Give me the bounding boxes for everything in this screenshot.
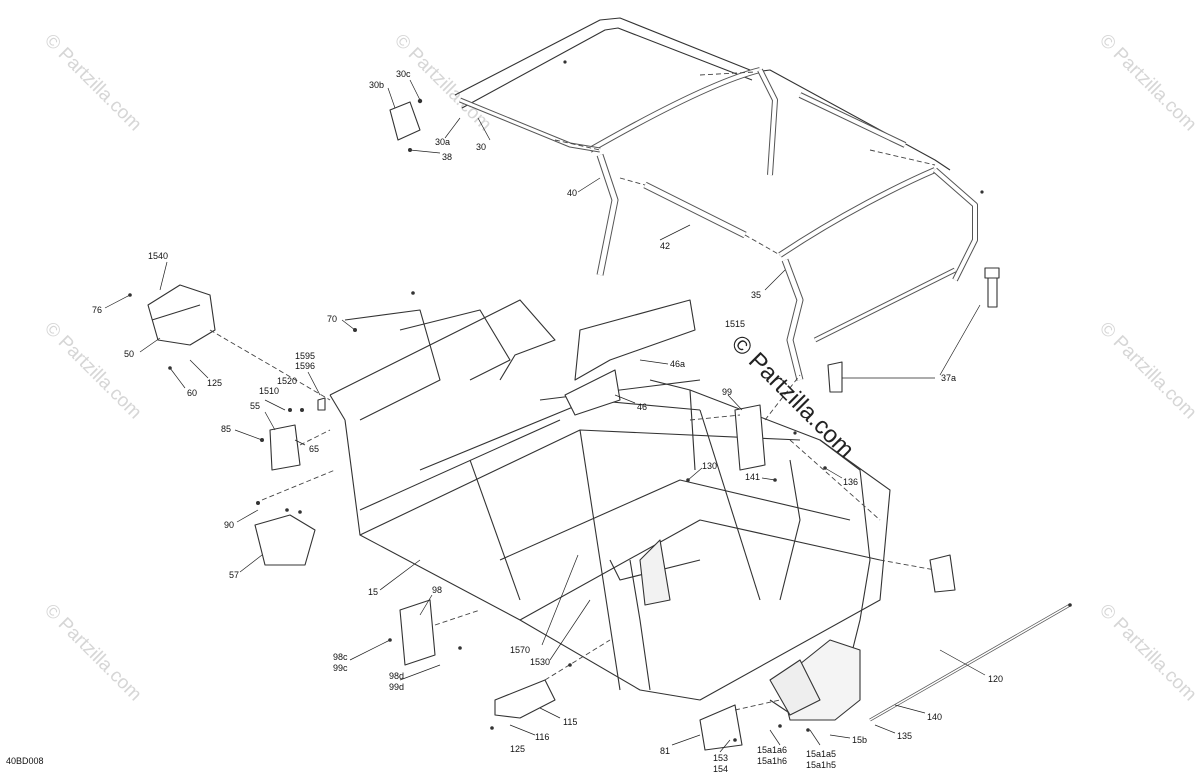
roll-cage <box>389 17 1000 393</box>
callout-130: 130 <box>702 461 718 471</box>
callout-135: 135 <box>897 731 913 741</box>
callout-50: 50 <box>124 349 135 359</box>
callout-30a: 30a <box>435 137 451 147</box>
callout-1540: 1540 <box>148 251 169 261</box>
callout-30c: 30c <box>396 69 411 79</box>
callout-76: 76 <box>92 305 103 315</box>
callout-98d: 98d <box>389 671 405 681</box>
callout-99: 99 <box>722 387 733 397</box>
callout-15b: 15b <box>852 735 868 745</box>
diagram-code: 40BD008 <box>6 756 44 766</box>
callout-1570: 1570 <box>510 645 531 655</box>
callout-125-upper: 125 <box>207 378 223 388</box>
fastener-dots <box>128 60 1072 742</box>
callout-154: 154 <box>713 764 729 774</box>
callout-42: 42 <box>660 241 671 251</box>
callout-99c: 99c <box>333 663 348 673</box>
callout-70: 70 <box>327 314 338 324</box>
callout-15a1a6: 15a1a6 <box>757 745 788 755</box>
callout-98: 98 <box>432 585 443 595</box>
callout-1530: 1530 <box>530 657 551 667</box>
callout-98c: 98c <box>333 652 348 662</box>
callout-60: 60 <box>187 388 198 398</box>
callout-1510: 1510 <box>259 386 280 396</box>
callout-46: 46 <box>637 402 648 412</box>
callout-85: 85 <box>221 424 232 434</box>
callout-35: 35 <box>751 290 762 300</box>
callout-141: 141 <box>745 472 761 482</box>
callout-136: 136 <box>843 477 859 487</box>
callout-153: 153 <box>713 753 729 763</box>
leader-lines <box>104 79 986 753</box>
callout-140: 140 <box>927 712 943 722</box>
callout-15a1h5: 15a1h5 <box>806 760 837 770</box>
callout-57: 57 <box>229 570 240 580</box>
callout-90: 90 <box>224 520 235 530</box>
callout-30b: 30b <box>369 80 385 90</box>
callout-120: 120 <box>988 674 1004 684</box>
callout-116: 116 <box>535 732 550 742</box>
callout-30: 30 <box>476 142 487 152</box>
callout-1595: 1595 <box>295 351 316 361</box>
callout-99d: 99d <box>389 682 405 692</box>
assembly-dash-lines <box>209 71 936 711</box>
callout-125-lower: 125 <box>510 744 526 754</box>
callout-37a: 37a <box>941 373 957 383</box>
callout-15: 15 <box>368 587 379 597</box>
callout-1515: 1515 <box>725 319 746 329</box>
callout-81: 81 <box>660 746 671 756</box>
callout-38: 38 <box>442 152 453 162</box>
callout-1596: 1596 <box>295 361 316 371</box>
callout-55: 55 <box>250 401 261 411</box>
callout-115: 115 <box>563 717 578 727</box>
callout-15a1h6: 15a1h6 <box>757 756 788 766</box>
callout-15a1a5: 15a1a5 <box>806 749 837 759</box>
callout-46a: 46a <box>670 359 686 369</box>
callout-40: 40 <box>567 188 578 198</box>
callout-65: 65 <box>309 444 320 454</box>
callout-1520: 1520 <box>277 376 298 386</box>
side-brackets <box>147 284 1071 751</box>
